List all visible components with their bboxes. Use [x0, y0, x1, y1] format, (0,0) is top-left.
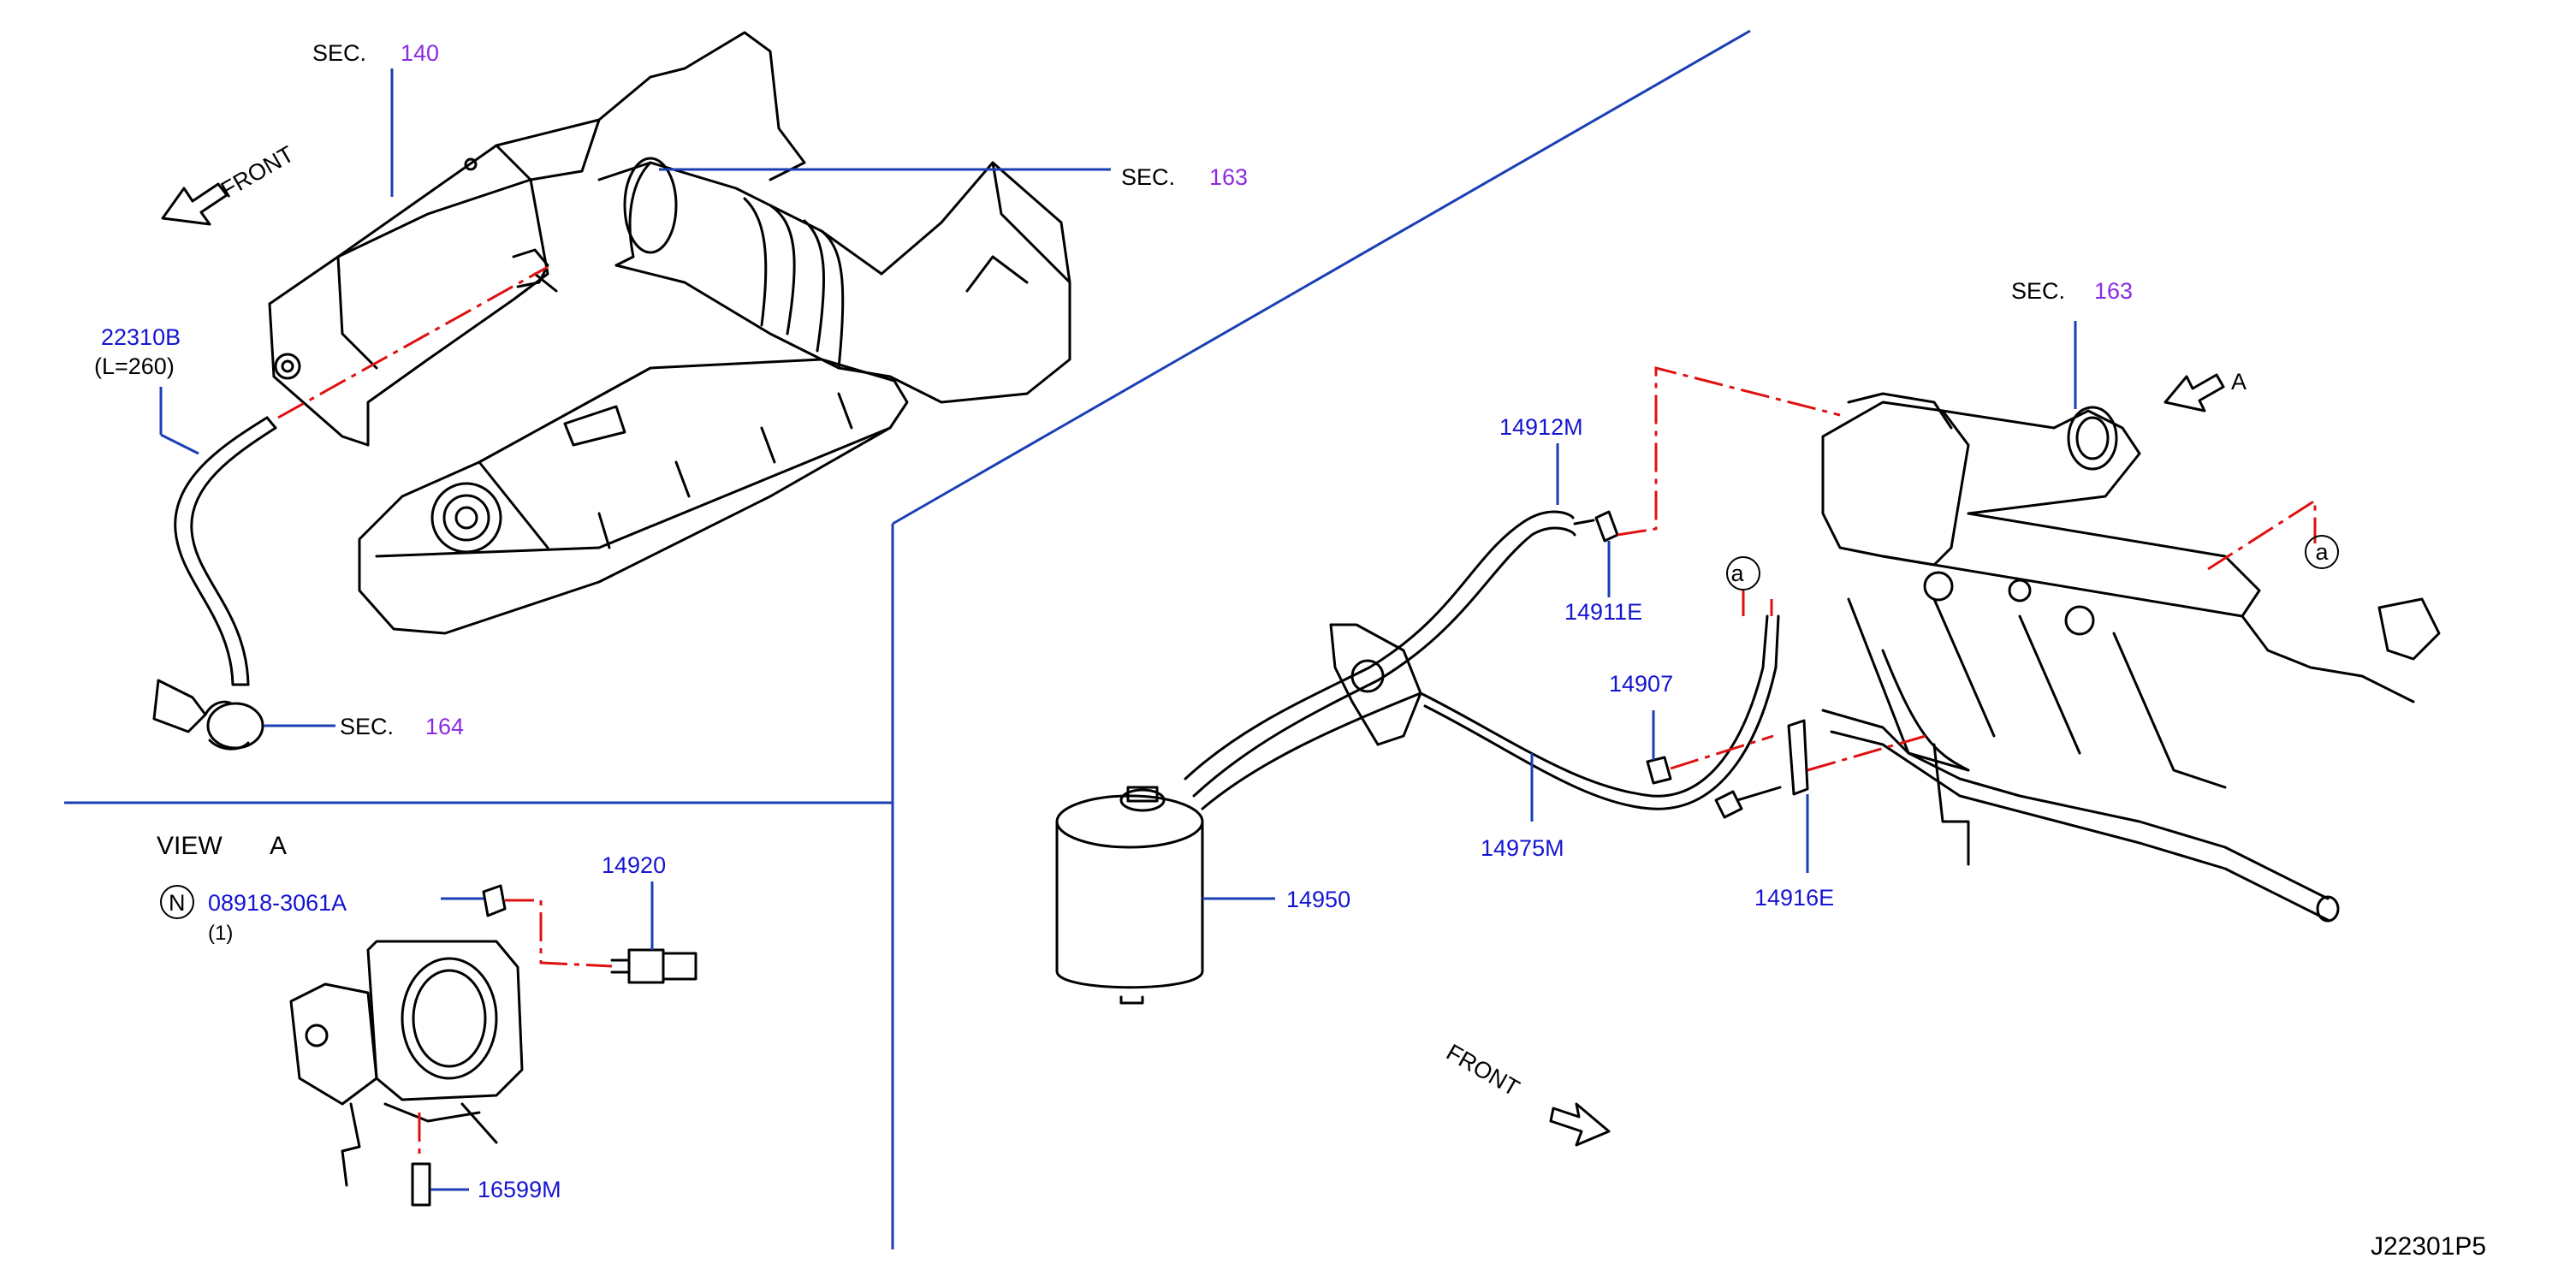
- labels-top-left: SEC. 140 SEC. 163 FRONT 22310B (L=260) S…: [94, 40, 1248, 739]
- throttle-body-drawing: [289, 884, 697, 1207]
- view-a-arrow-icon: [2163, 373, 2225, 412]
- n-marker-letter: N: [169, 890, 186, 916]
- sec-163-right-number[interactable]: 163: [2094, 278, 2133, 304]
- intake-manifold-drawing: [1714, 392, 2441, 923]
- front-arrow-top-icon: [161, 182, 229, 226]
- view-a-arrow-letter: A: [2231, 369, 2247, 395]
- view-a-mating-lines: [418, 899, 613, 1160]
- labels-view-a: VIEW A N 08918-3061A (1) 14920 16599M: [157, 832, 666, 1202]
- part-14975m[interactable]: 14975M: [1481, 835, 1564, 861]
- sec-140-number[interactable]: 140: [401, 40, 439, 66]
- sec-140-prefix: SEC.: [312, 40, 366, 66]
- sec-163-top-prefix: SEC.: [1121, 164, 1175, 190]
- hose-22310b-drawing: [174, 416, 277, 686]
- ref-a-right: a: [2315, 539, 2329, 565]
- part-14950[interactable]: 14950: [1286, 887, 1350, 912]
- part-14916e[interactable]: 14916E: [1754, 885, 1834, 911]
- sec-164-prefix: SEC.: [340, 714, 394, 739]
- right-mating-lines: [1617, 366, 2317, 772]
- part-14907[interactable]: 14907: [1609, 671, 1673, 697]
- leaders-top: [159, 68, 1111, 727]
- n-marker-icon: [160, 885, 194, 919]
- pcv-valve-drawing: [152, 679, 264, 751]
- diagram-code: J22301P5: [2371, 1232, 2486, 1261]
- part-14920[interactable]: 14920: [602, 852, 666, 878]
- canister-drawing: [1055, 786, 1204, 1005]
- mating-line-22310b: [277, 265, 549, 419]
- part-16599m[interactable]: 16599M: [478, 1177, 561, 1202]
- leaders-right: [1202, 321, 2077, 900]
- panel-dividers: [64, 29, 1751, 1249]
- sec-163-right-prefix: SEC.: [2011, 278, 2065, 304]
- front-label-bottom: FRONT: [1442, 1039, 1524, 1101]
- ref-circles: [1726, 535, 2339, 616]
- canister-hoses-drawing: [1184, 510, 1780, 810]
- part-22310b-length: (L=260): [94, 353, 175, 379]
- ref-a-left: a: [1730, 561, 1744, 586]
- engine-top-drawing: [268, 31, 1071, 635]
- labels-right: SEC. 163 A 14912M 14911E a a 14907 14975…: [1286, 278, 2486, 1261]
- view-a-letter: A: [270, 832, 287, 860]
- part-08918-qty: (1): [208, 922, 233, 945]
- part-22310b[interactable]: 22310B: [101, 324, 181, 350]
- part-08918-3061a[interactable]: 08918-3061A: [208, 890, 347, 916]
- sec-163-top-number[interactable]: 163: [1209, 164, 1248, 190]
- front-label-top: FRONT: [217, 141, 299, 203]
- leaders-view-a: [430, 881, 654, 1191]
- sec-164-number[interactable]: 164: [425, 714, 464, 739]
- view-a-word: VIEW: [157, 832, 223, 860]
- part-14912m[interactable]: 14912M: [1499, 414, 1583, 440]
- part-14911e[interactable]: 14911E: [1564, 599, 1642, 625]
- front-arrow-bottom-icon: [1549, 1102, 1611, 1147]
